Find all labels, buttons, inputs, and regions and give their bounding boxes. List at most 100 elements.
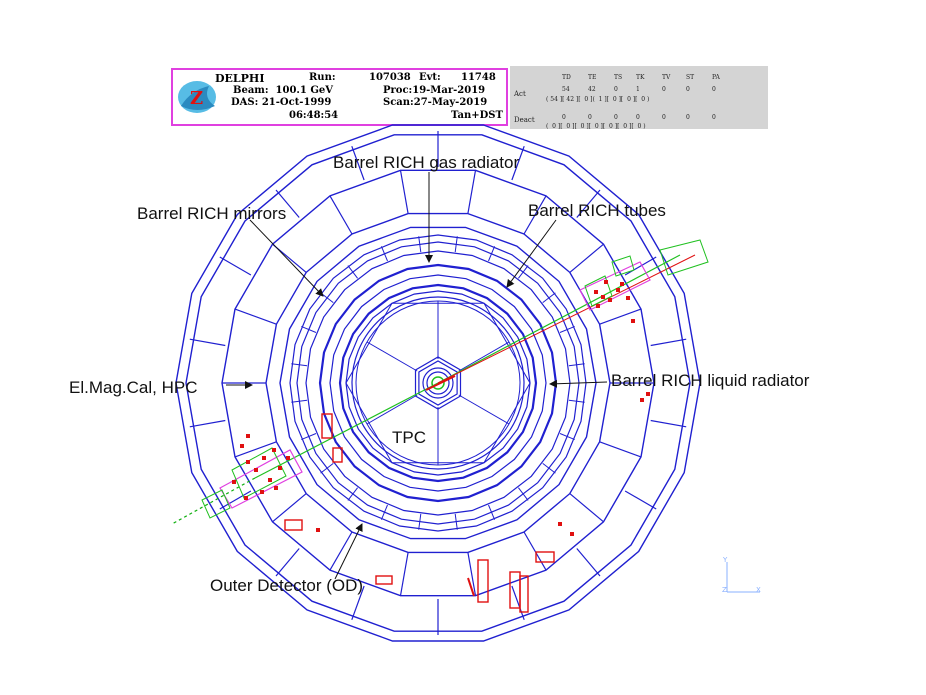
hit-bar-4	[477, 559, 489, 603]
proc-date: Proc:19-Mar-2019	[383, 85, 486, 96]
label-pointers	[226, 172, 608, 580]
muon-separator	[650, 419, 687, 428]
track-upper-right	[437, 254, 681, 384]
rich-tubes	[318, 263, 558, 503]
axis-z-label: Z	[722, 586, 727, 594]
od-separator	[347, 265, 358, 279]
act-label: Act	[514, 90, 526, 98]
deact-count-6: 0	[712, 114, 716, 121]
muon-separator	[511, 585, 525, 621]
hpc-outer	[265, 212, 611, 554]
hit-2	[608, 298, 612, 302]
od-separator	[301, 325, 317, 333]
hcal-outer	[221, 169, 655, 597]
rich-inner	[345, 290, 531, 476]
od-separator	[291, 363, 308, 367]
jet-ll-box	[219, 449, 303, 509]
muon-separator	[219, 490, 252, 510]
rich-mirror-ring	[329, 274, 547, 492]
act-count-3: 1	[636, 86, 640, 93]
hit-9	[246, 460, 250, 464]
hit-16	[240, 444, 244, 448]
tpc-sector	[458, 394, 510, 425]
muon-separator	[650, 338, 687, 347]
hit-4	[620, 282, 624, 286]
tpc-outer	[351, 296, 525, 470]
calo-separator	[569, 493, 604, 523]
act-bracket-row: ( 54 ][ 42 ][ 0 ]( 1 ][ 0 ][ 0 ][ 0 )	[546, 96, 650, 103]
hit-26	[316, 528, 320, 532]
act-count-0: 54	[562, 86, 570, 93]
od-separator	[301, 433, 317, 441]
od-separator	[568, 363, 585, 367]
hit-bar-1	[332, 447, 343, 463]
od-separator	[347, 487, 358, 501]
jet-ur-box	[579, 261, 651, 311]
vertex-ring-1	[422, 367, 454, 399]
od-separator	[542, 292, 556, 303]
od-separator	[418, 513, 422, 530]
od-separator	[454, 513, 458, 530]
event-time: 06:48:54	[289, 110, 339, 121]
jet-ur-outer-box	[659, 239, 709, 276]
track-red-ur	[437, 254, 696, 384]
calo-separator	[272, 493, 307, 523]
hit-bar-5	[509, 571, 521, 609]
tpc-sector	[366, 394, 418, 425]
muon-separator	[576, 548, 601, 577]
run-label: Run:	[309, 72, 336, 83]
act-count-2: 0	[614, 86, 618, 93]
jet-ur-small-box	[611, 255, 635, 277]
label-rich-tubes: Barrel RICH tubes	[528, 201, 666, 220]
label-liquid-radiator: Barrel RICH liquid radiator	[611, 371, 810, 390]
calo-separator	[599, 308, 642, 325]
hit-14	[260, 490, 264, 494]
od-separator	[488, 246, 496, 262]
od-separator	[518, 487, 529, 501]
muon-separator	[275, 548, 300, 577]
hit-25	[570, 532, 574, 536]
track-extension	[171, 477, 256, 525]
status-column-4: TV	[662, 74, 671, 81]
rich-liquid	[338, 283, 538, 483]
evt-label: Evt:	[419, 72, 441, 83]
hit-bar-3	[375, 575, 393, 585]
act-count-6: 0	[712, 86, 716, 93]
hit-23	[640, 398, 644, 402]
act-count-4: 0	[662, 86, 666, 93]
status-column-6: PA	[712, 74, 720, 81]
tpc-outer2	[355, 300, 521, 466]
od-inner	[296, 241, 580, 525]
od-separator	[380, 246, 388, 262]
hit-bar-2	[284, 519, 303, 531]
status-column-1: TE	[588, 74, 597, 81]
hit-bar-6	[519, 575, 529, 613]
axis-x-label: X	[756, 586, 761, 594]
od-outer	[289, 234, 587, 532]
hit-6	[631, 319, 635, 323]
hit-18	[286, 456, 290, 460]
delphi-logo: Z	[178, 81, 216, 113]
deact-label: Deact	[514, 116, 535, 124]
muon-separator	[219, 256, 252, 276]
act-count-1: 42	[588, 86, 596, 93]
tpc-sector	[366, 341, 418, 372]
arrow-rich-mirrors	[249, 219, 324, 297]
label-gas-radiator: Barrel RICH gas radiator	[333, 153, 520, 172]
jet-ll-green	[231, 447, 287, 499]
arrow-rich-tubes	[506, 219, 557, 288]
deact-bracket-row: ( 0 ][ 0 ][ 0 ][ 0 ][ 0 ][ 0 ][ 0 )	[546, 123, 646, 130]
beam-pipe	[431, 376, 445, 390]
od-separator	[418, 236, 422, 253]
jet-ur-green	[584, 275, 613, 307]
hpc-inner	[279, 226, 597, 540]
deact-count-2: 0	[614, 114, 618, 121]
event-hits	[171, 239, 709, 613]
hit-8	[604, 280, 608, 284]
axis-y-label: Y	[723, 556, 728, 564]
hit-22	[646, 392, 650, 396]
label-rich-mirrors: Barrel RICH mirrors	[137, 204, 287, 223]
scan-date: Scan:27-May-2019	[383, 97, 488, 108]
hit-bar-7	[535, 551, 555, 563]
od-separator	[454, 236, 458, 253]
